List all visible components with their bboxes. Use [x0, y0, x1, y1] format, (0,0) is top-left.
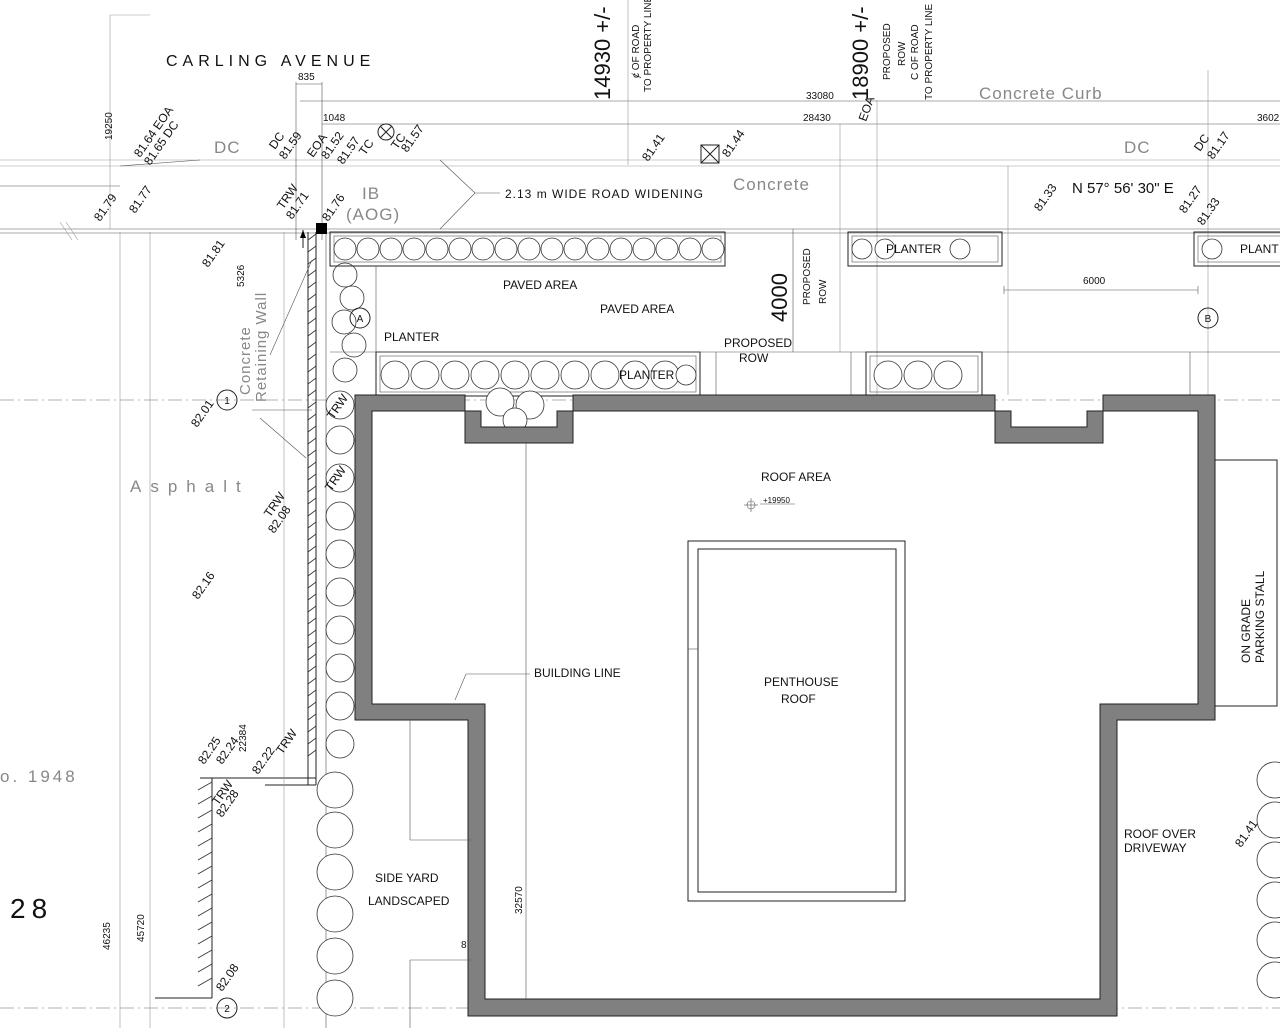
asphalt-label: Asphalt: [130, 477, 250, 496]
grid-1-label: 1: [224, 396, 230, 407]
building-outline: [354, 394, 1216, 1028]
elevations: 81.64 EOA 81.65 DC 81.79 81.77 DC 81.59 …: [91, 94, 1261, 993]
grid-b-label: B: [1205, 314, 1212, 325]
planter-far-label: PLANT: [1240, 242, 1279, 256]
planter-left-label: PLANTER: [384, 330, 440, 344]
retaining-wall-label-2: Retaining Wall: [253, 292, 270, 402]
grid-2-label: 2: [224, 1004, 230, 1015]
row-note-a-text-1: ȼ OF ROAD: [631, 25, 642, 78]
planter-right-label: PLANTER: [886, 242, 942, 256]
row-note-a: 14930 +/- ȼ OF ROAD TO PROPERTY LINE: [590, 0, 654, 100]
elev-tc-a: TC: [356, 136, 377, 157]
dim-46235: 46235: [102, 922, 113, 950]
planter-mid-label: PLANTER: [619, 368, 675, 382]
dim-8: 8: [461, 940, 467, 951]
row-note-b-text-1: PROPOSED: [882, 23, 893, 80]
dim-4000: 4000: [767, 273, 792, 322]
elev-8201: 82.01: [188, 397, 217, 430]
ib-label: IB: [362, 184, 380, 203]
dim-45720: 45720: [136, 914, 147, 942]
row-note-b-text-2: ROW: [897, 41, 908, 66]
elev-8216: 82.16: [189, 569, 218, 602]
elev-8181: 81.81: [199, 237, 228, 270]
parking-label-1: ON GRADE: [1239, 599, 1253, 663]
penthouse-label-1: PENTHOUSE: [764, 675, 839, 689]
dim-22384: 22384: [238, 724, 249, 752]
planter-top-shrubs: [333, 237, 725, 261]
dim-3602: 3602: [1257, 113, 1280, 124]
dim-28430: 28430: [803, 113, 831, 124]
area-labels: PAVED AREA PAVED AREA PLANTER PLANTER PL…: [0, 242, 1279, 924]
aog-label: (AOG): [346, 205, 400, 224]
dc-label-left: DC: [214, 138, 241, 157]
row-note-b-value: 18900 +/-: [848, 6, 873, 100]
side-yard-label-2: LANDSCAPED: [368, 894, 450, 908]
proposed-row-h2: ROW: [739, 351, 769, 365]
planter-mid-shrubs: [380, 360, 697, 433]
dim-33080: 33080: [806, 91, 834, 102]
plan-year: o. 1948: [0, 767, 78, 786]
dim-32570: 32570: [514, 886, 525, 914]
elev-8177: 81.77: [126, 183, 155, 216]
roof-driveway-label-2: DRIVEWAY: [1124, 841, 1187, 855]
penthouse-label-2: ROOF: [781, 692, 816, 706]
side-yard-label-1: SIDE YARD: [375, 871, 439, 885]
grid-bubble-b: [1197, 307, 1219, 329]
grid-bubble-a: [349, 307, 371, 329]
row-note-a-text-2: TO PROPERTY LINE: [643, 0, 654, 92]
road-widening-label: 2.13 m WIDE ROAD WIDENING: [505, 187, 704, 201]
penthouse: [687, 540, 906, 902]
roof-area-label: ROOF AREA: [761, 470, 831, 484]
survey-symbols: [377, 123, 720, 164]
row-note-a-value: 14930 +/-: [590, 6, 615, 100]
elev-8133a: 81.33: [1031, 181, 1060, 214]
row-note-b: 18900 +/- PROPOSED ROW C OF ROAD TO PROP…: [848, 4, 935, 100]
grid-bubble-1: [216, 389, 238, 411]
retaining-wall: [119, 223, 327, 1028]
lot-number: 28: [10, 893, 53, 924]
bearing-label: N 57° 56' 30" E: [1072, 180, 1174, 197]
grid-bubbles: A B 1 2: [216, 307, 1219, 1019]
proposed-row-v: PROPOSED: [802, 248, 813, 305]
roof-driveway-label-1: ROOF OVER: [1124, 827, 1196, 841]
spot-roof-elev: +19950: [763, 496, 790, 505]
dimension-lines: [839, 124, 1199, 352]
grid-a-label: A: [357, 314, 364, 325]
dim-1048: 1048: [323, 113, 346, 124]
proposed-row-h: PROPOSED: [724, 336, 792, 350]
dim-6000: 6000: [1083, 276, 1106, 287]
paved-area-2: PAVED AREA: [600, 302, 674, 316]
parking-label-2: PARKING STALL: [1253, 570, 1267, 663]
retaining-wall-label-1: Concrete: [237, 326, 254, 395]
street-name: CARLING AVENUE: [166, 53, 375, 70]
concrete-label: Concrete: [733, 175, 810, 194]
proposed-row-v2: ROW: [818, 279, 829, 304]
shrub-column: [316, 262, 1280, 1017]
elev-8179: 81.79: [91, 191, 120, 224]
dc-label-right: DC: [1124, 138, 1151, 157]
planters: [329, 229, 1280, 433]
dim-19250: 19250: [104, 112, 115, 140]
row-note-b-text-4: TO PROPERTY LINE: [924, 4, 935, 100]
grid-bubble-2: [216, 997, 238, 1019]
elev-8141b: 81.41: [1232, 817, 1261, 850]
paved-area-1: PAVED AREA: [503, 278, 577, 292]
row-note-b-text-3: C OF ROAD: [910, 24, 921, 80]
elev-8176: 81.76: [319, 191, 348, 224]
curb-label: Concrete Curb: [979, 84, 1103, 103]
spot-elevation-marker: [744, 498, 795, 512]
elev-8208b: 82.08: [213, 961, 242, 994]
parking-stall: [1214, 459, 1278, 707]
elev-8141: 81.41: [639, 131, 668, 164]
dim-5326: 5326: [236, 264, 247, 287]
dim-835: 835: [298, 72, 315, 83]
building-line-label: BUILDING LINE: [534, 666, 621, 680]
elev-8144: 81.44: [719, 127, 748, 160]
